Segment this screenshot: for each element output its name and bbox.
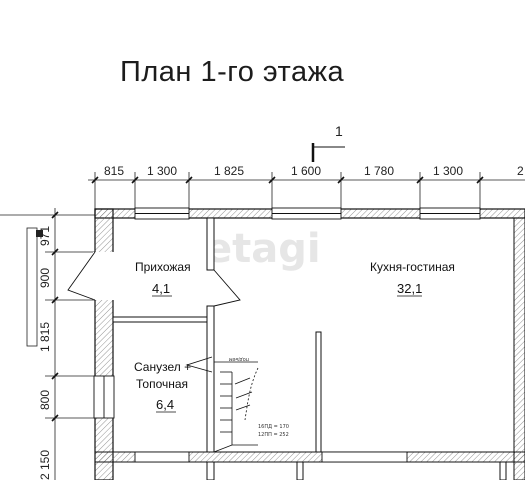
room-name-kitchen-living: Кухня-гостиная bbox=[370, 260, 455, 274]
windows-top bbox=[134, 207, 481, 220]
left-dimension-line: 971 900 1 815 800 2 150 bbox=[0, 208, 95, 480]
dim-left-5: 2 150 bbox=[38, 450, 52, 480]
staircase bbox=[213, 361, 259, 453]
watermark: etagi bbox=[205, 226, 321, 272]
room-area-hallway: 4,1 bbox=[152, 281, 170, 296]
stair-direction-label: подъем bbox=[229, 356, 249, 362]
dim-top-5: 1 780 bbox=[364, 164, 394, 178]
room-name-bathroom: Санузел + bbox=[134, 360, 191, 374]
section-mark-label: 1 bbox=[335, 123, 343, 139]
stair-note-1: 16ПД = 170 bbox=[258, 424, 289, 430]
windows-bottom bbox=[134, 451, 408, 463]
top-dimension-line: 815 1 300 1 825 1 600 1 780 1 300 2 bbox=[88, 164, 525, 210]
dim-left-2: 900 bbox=[38, 268, 52, 288]
entrance-door bbox=[67, 251, 115, 301]
plan-title: План 1-го этажа bbox=[120, 56, 345, 88]
dim-top-4: 1 600 bbox=[291, 164, 321, 178]
bottom-partitions bbox=[206, 461, 507, 480]
room-labels: Прихожая 4,1 Кухня-гостиная 32,1 Санузел… bbox=[134, 260, 455, 413]
interior-walls bbox=[112, 217, 322, 453]
section-mark: 1 bbox=[311, 123, 345, 162]
dim-top-2: 1 300 bbox=[147, 164, 177, 178]
room-name-hallway: Прихожая bbox=[135, 260, 191, 274]
window-left bbox=[93, 375, 115, 419]
dim-top-7: 2 bbox=[517, 164, 524, 178]
room-area-bathroom: 6,4 bbox=[156, 397, 174, 412]
stair-note-2: 12ПП = 252 bbox=[258, 432, 289, 438]
room-name-bathroom-2: Топочная bbox=[136, 377, 188, 391]
dim-top-3: 1 825 bbox=[214, 164, 244, 178]
dim-left-3: 1 815 bbox=[38, 322, 52, 352]
dim-top-6: 1 300 bbox=[433, 164, 463, 178]
dim-top-1: 815 bbox=[104, 164, 124, 178]
interior-doors bbox=[185, 269, 241, 373]
room-area-kitchen-living: 32,1 bbox=[397, 281, 422, 296]
dim-left-4: 800 bbox=[38, 390, 52, 410]
